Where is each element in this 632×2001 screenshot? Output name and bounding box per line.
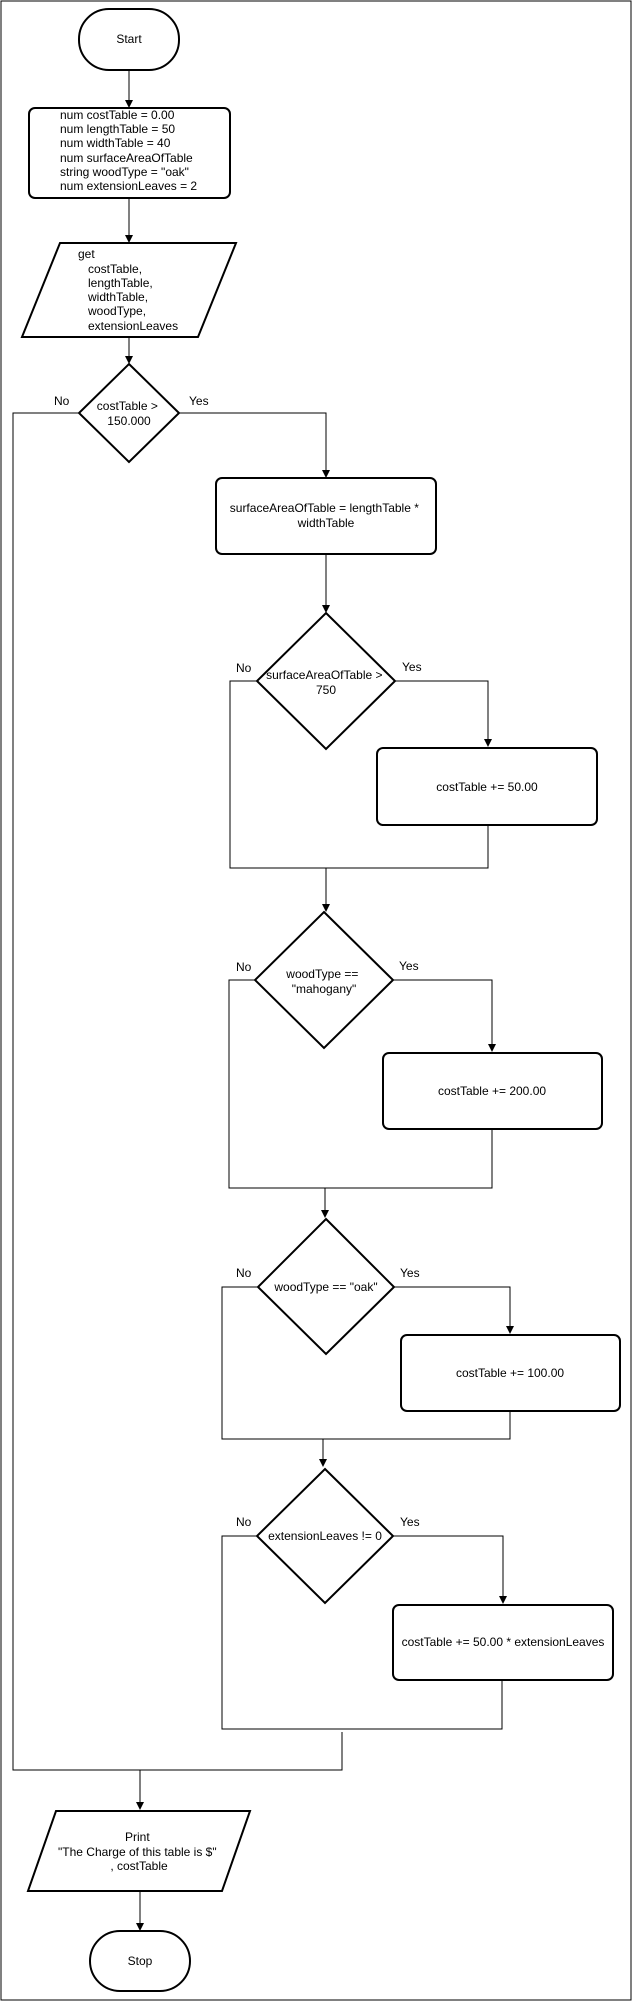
add-100-label: costTable += 100.00	[456, 1366, 564, 1380]
decision-oak: woodType == "oak"	[256, 1217, 396, 1356]
decision-leaves-label: extensionLeaves != 0	[268, 1529, 382, 1543]
add-200-process: costTable += 200.00	[382, 1052, 603, 1130]
decision-mahogany: woodType == "mahogany"	[253, 910, 395, 1050]
start-label: Start	[116, 32, 142, 46]
add-50-process: costTable += 50.00	[376, 747, 598, 826]
input-line: woodType,	[87, 304, 146, 318]
add-100-process: costTable += 100.00	[400, 1334, 621, 1412]
oak-no-label: No	[236, 1266, 252, 1280]
decision-cost-line: costTable >	[97, 399, 158, 413]
leaves-yes-label: Yes	[400, 1515, 420, 1529]
edge-leaves-merge	[140, 1535, 503, 1771]
decision-surface-line: surfaceAreaOfTable >	[266, 668, 382, 682]
edge-surface-merge	[229, 680, 489, 912]
surface-area-line: surfaceAreaOfTable = lengthTable *	[230, 501, 419, 515]
decision-oak-label: woodType == "oak"	[273, 1280, 377, 1294]
mahogany-yes-label: Yes	[399, 959, 419, 973]
mahogany-no-label: No	[236, 960, 252, 974]
decision-surface: surfaceAreaOfTable > 750	[255, 611, 397, 751]
surface-area-process: surfaceAreaOfTable = lengthTable * width…	[215, 477, 437, 555]
edge-oak-yes	[394, 1286, 514, 1334]
decision-mahogany-line: "mahogany"	[292, 982, 357, 996]
edge-cost-yes	[179, 412, 330, 478]
print-line: "The Charge of this table is $"	[58, 1845, 217, 1859]
add-leaves-label: costTable += 50.00 * extensionLeaves	[402, 1635, 605, 1649]
input-parallelogram: get costTable, lengthTable, widthTable, …	[20, 242, 238, 338]
edge-join-to-print	[136, 1770, 144, 1810]
add-200-label: costTable += 200.00	[438, 1084, 546, 1098]
print-line: Print	[125, 1830, 150, 1844]
decision-cost-text: costTable > 150.000	[97, 399, 161, 428]
edge-input-to-decision-cost	[125, 338, 133, 364]
input-line: extensionLeaves	[88, 319, 178, 333]
oak-yes-label: Yes	[400, 1266, 420, 1280]
print-line: , costTable	[110, 1859, 168, 1873]
cost-yes-label: Yes	[189, 394, 209, 408]
decision-leaves: extensionLeaves != 0	[255, 1467, 395, 1605]
surface-yes-label: Yes	[402, 660, 422, 674]
decision-surface-line: 750	[316, 683, 336, 697]
declaration-line: num extensionLeaves = 2	[60, 179, 197, 193]
edge-mahogany-yes	[393, 979, 496, 1052]
input-line: lengthTable,	[88, 276, 153, 290]
edge-surface-yes	[395, 680, 492, 747]
declaration-line: num costTable = 0.00	[60, 108, 175, 122]
leaves-no-label: No	[236, 1515, 252, 1529]
print-output: Print "The Charge of this table is $" , …	[26, 1810, 252, 1892]
declarations-text: num costTable = 0.00 num lengthTable = 5…	[60, 108, 197, 193]
start-terminator: Start	[78, 8, 180, 71]
input-text: get costTable, lengthTable, widthTable, …	[78, 247, 178, 333]
edge-cost-no-bypass	[12, 412, 140, 1771]
add-leaves-process: costTable += 50.00 * extensionLeaves	[392, 1604, 614, 1681]
decision-surface-text: surfaceAreaOfTable > 750	[266, 668, 386, 697]
input-line: costTable,	[88, 262, 142, 276]
declaration-line: num widthTable = 40	[60, 136, 171, 150]
declaration-line: num lengthTable = 50	[60, 122, 175, 136]
edge-start-to-declarations	[125, 71, 133, 108]
declarations-process: num costTable = 0.00 num lengthTable = 5…	[28, 107, 231, 199]
surface-area-text: surfaceAreaOfTable = lengthTable * width…	[230, 501, 422, 530]
cost-no-label: No	[54, 394, 70, 408]
declaration-line: num surfaceAreaOfTable	[60, 151, 193, 165]
stop-label: Stop	[128, 1954, 153, 1968]
input-line: get	[78, 247, 95, 261]
decision-mahogany-text: woodType == "mahogany"	[285, 967, 361, 996]
surface-no-label: No	[236, 661, 252, 675]
decision-cost: costTable > 150.000	[77, 362, 181, 464]
edge-leaves-yes	[393, 1535, 507, 1604]
declaration-line: string woodType = "oak"	[60, 165, 189, 179]
edge-print-to-stop	[136, 1892, 144, 1931]
edge-declarations-to-input	[125, 199, 133, 243]
edge-surface-to-decision	[322, 554, 330, 613]
stop-terminator: Stop	[89, 1930, 191, 1992]
surface-area-line: widthTable	[297, 516, 355, 530]
add-50-label: costTable += 50.00	[436, 780, 538, 794]
decision-cost-line: 150.000	[107, 414, 151, 428]
edge-oak-merge	[221, 1286, 511, 1467]
edge-mahogany-merge	[228, 979, 493, 1218]
decision-mahogany-line: woodType ==	[285, 967, 358, 981]
print-text: Print "The Charge of this table is $" , …	[58, 1830, 220, 1873]
input-line: widthTable,	[87, 290, 148, 304]
